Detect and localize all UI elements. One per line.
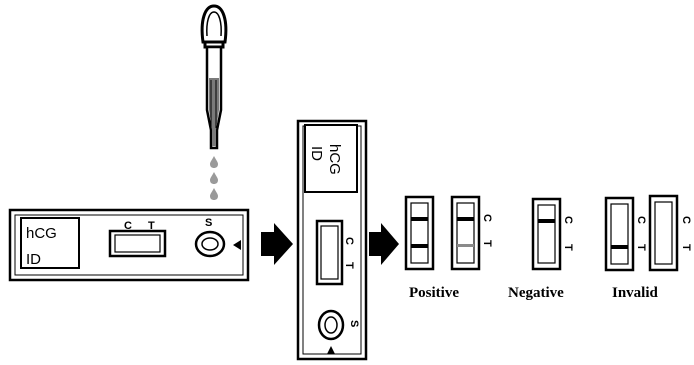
sample-well-icon	[317, 309, 345, 341]
test-label: T	[562, 244, 574, 251]
sample-pointer-icon	[327, 346, 335, 354]
droplet-icon	[210, 156, 218, 168]
test-label: T	[343, 262, 355, 269]
positive-caption: Positive	[409, 285, 459, 301]
invalid-caption: Invalid	[612, 285, 659, 301]
sample-well-icon	[194, 230, 226, 258]
control-label: C	[562, 216, 574, 224]
dropper-icon	[200, 4, 228, 150]
result-strip-positive-2: C T	[450, 195, 493, 271]
sample-label: S	[348, 320, 360, 327]
test-label: T	[481, 240, 493, 247]
result-strip-invalid-2: C T	[648, 194, 692, 272]
cassette-vertical: hCG ID C T S	[296, 119, 368, 361]
result-strip-negative: C T	[531, 197, 574, 271]
brand-label: hCG	[326, 144, 343, 175]
id-label-box	[20, 217, 80, 269]
id-label: ID	[308, 146, 325, 161]
result-strip-positive-1	[404, 195, 435, 271]
test-line	[457, 244, 474, 247]
test-label: T	[635, 244, 647, 251]
droplet-icon	[210, 188, 218, 200]
control-line	[457, 217, 474, 221]
sample-label: S	[205, 217, 212, 229]
arrow-right-icon	[369, 223, 399, 265]
negative-caption: Negative	[508, 285, 564, 301]
result-strip-invalid-1: C T	[604, 196, 647, 272]
droplet-icon	[210, 172, 218, 184]
control-label: C	[124, 220, 132, 232]
sample-pointer-icon	[233, 240, 241, 250]
control-label: C	[343, 237, 355, 245]
control-label: C	[680, 216, 692, 224]
control-label: C	[635, 216, 647, 224]
control-line	[538, 219, 555, 223]
id-label: ID	[26, 251, 41, 268]
test-label: T	[680, 244, 692, 251]
control-line	[411, 217, 428, 221]
arrow-right-icon	[261, 223, 293, 265]
test-label: T	[148, 220, 155, 232]
test-line	[611, 245, 628, 249]
brand-label: hCG	[26, 225, 57, 242]
cassette-horizontal: hCG ID C T S	[8, 208, 250, 282]
id-label-box	[304, 124, 358, 193]
test-line	[411, 244, 428, 248]
control-label: C	[481, 214, 493, 222]
